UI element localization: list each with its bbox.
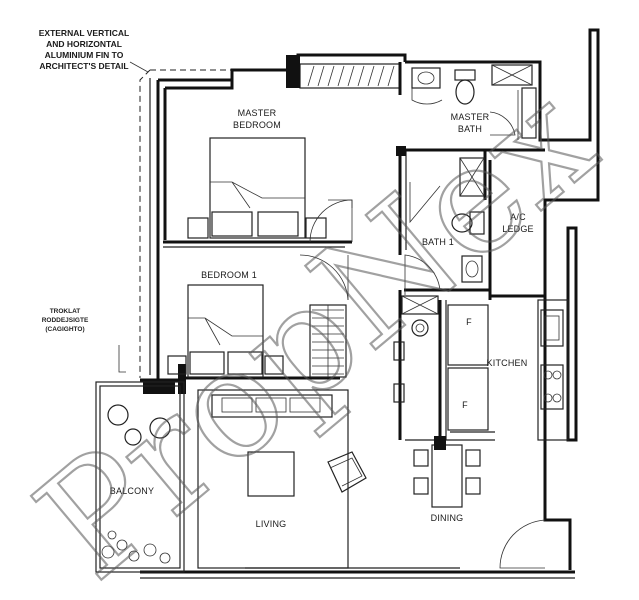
label-fridge-2: F	[462, 400, 468, 410]
label-master-bath-1: MASTER	[451, 112, 490, 122]
balcony	[95, 345, 185, 573]
master-bed	[187, 137, 353, 239]
doors	[299, 70, 546, 569]
living-furniture	[197, 389, 367, 569]
label-balcony: BALCONY	[110, 486, 154, 496]
label-living: LIVING	[256, 519, 287, 529]
label-master-bedroom-1: MASTER	[238, 108, 277, 118]
label-master-bedroom-2: BEDROOM	[233, 120, 281, 130]
label-dining: DINING	[431, 513, 464, 523]
master-window-louvre	[299, 63, 401, 89]
kitchen-fixtures	[393, 295, 569, 441]
watermark-text: PropNex	[6, 53, 626, 600]
balcony-note: TROKLAT RODDEJSIGTE (CAGIGHTO)	[42, 308, 89, 333]
interior-walls	[140, 62, 545, 441]
label-ac-ledge-2: LEDGE	[502, 224, 534, 234]
label-ac-ledge-1: A/C	[510, 212, 526, 222]
label-kitchen: KITCHEN	[487, 358, 528, 368]
balcony-note-line-3: (CAGIGHTO)	[45, 326, 84, 333]
fin-leader-line	[129, 61, 149, 73]
room-labels: MASTER BEDROOM MASTER BATH BATH 1 A/C LE…	[110, 108, 534, 529]
balcony-note-line-2: RODDEJSIGTE	[42, 317, 89, 324]
structural-columns	[286, 55, 446, 450]
label-master-bath-2: BATH	[458, 124, 482, 134]
fin-note: EXTERNAL VERTICAL AND HORIZONTAL ALUMINI…	[39, 28, 130, 71]
label-bath-1: BATH 1	[422, 237, 454, 247]
bedroom1-bed	[167, 284, 347, 378]
exterior-walls	[140, 28, 600, 579]
fin-note-line-2: AND HORIZONTAL	[46, 39, 122, 49]
fin-note-line-4: ARCHITECT'S DETAIL	[39, 61, 128, 71]
dining-set	[413, 444, 481, 508]
label-fridge-1: F	[466, 317, 472, 327]
fin-note-line-3: ALUMINIUM FIN TO	[45, 50, 124, 60]
balcony-note-line-1: TROKLAT	[50, 308, 81, 315]
label-bedroom-1: BEDROOM 1	[201, 270, 257, 280]
bath1-fixtures	[451, 157, 485, 283]
fin-dashed-outline	[139, 69, 151, 378]
master-bath-fixtures	[411, 64, 537, 140]
fin-note-line-1: EXTERNAL VERTICAL	[39, 28, 130, 38]
